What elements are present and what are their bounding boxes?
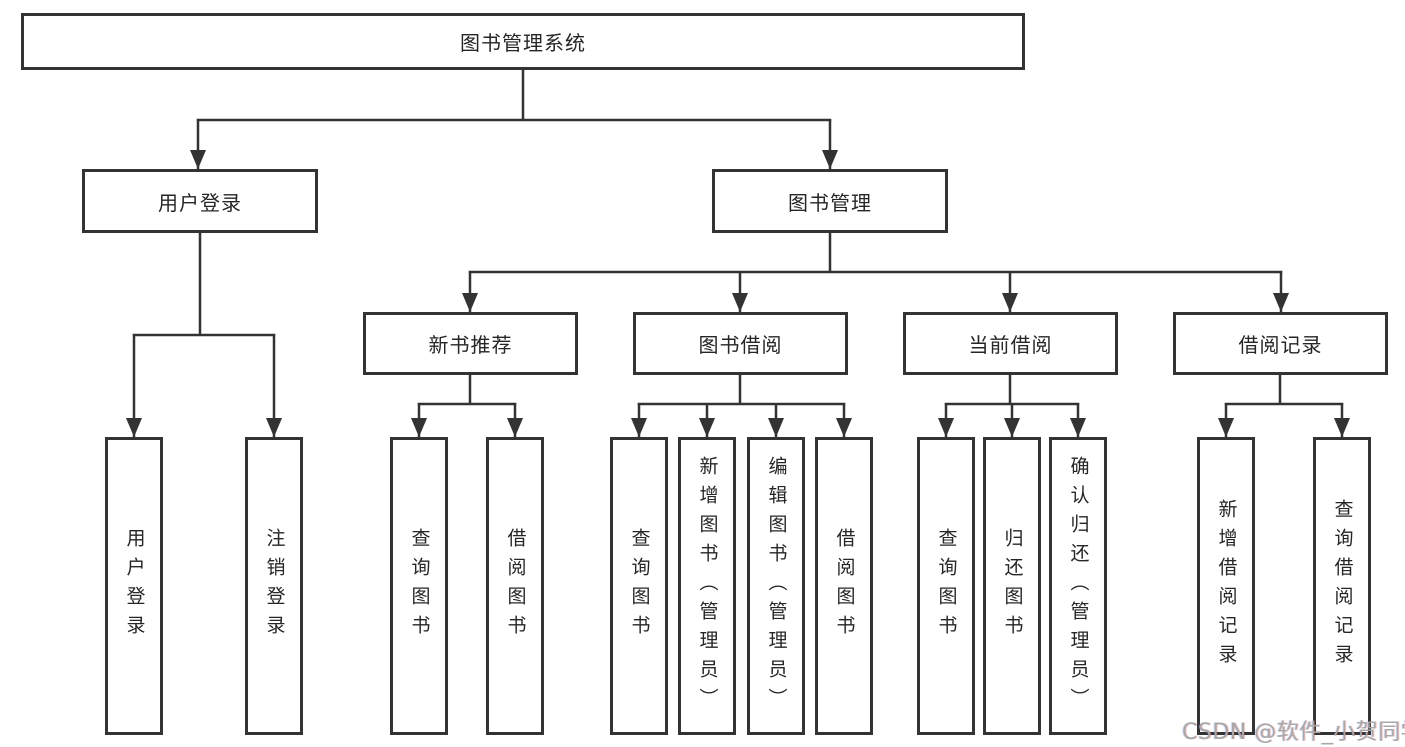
node-book-management: 图书管理	[712, 169, 948, 233]
leaf-borrow-borrow-book: 借阅图书	[815, 437, 873, 735]
node-user-login: 用户登录	[82, 169, 318, 233]
leaf-current-return-book-label: 归还图书	[1001, 528, 1024, 644]
node-user-login-label: 用户登录	[158, 190, 242, 215]
leaf-current-query-book-label: 查询图书	[935, 528, 958, 644]
leaf-record-query-record-label: 查询借阅记录	[1331, 499, 1354, 673]
leaf-current-return-book: 归还图书	[983, 437, 1041, 735]
leaf-user-login: 用户登录	[105, 437, 163, 735]
leaf-recommend-borrow-book-label: 借阅图书	[504, 528, 527, 644]
node-borrow-record-label: 借阅记录	[1238, 333, 1323, 357]
leaf-logout: 注销登录	[245, 437, 303, 735]
node-borrow-record: 借阅记录	[1173, 312, 1388, 375]
leaf-current-confirm-return-admin-label: 确认归还（管理员）	[1067, 455, 1090, 717]
csdn-watermark: CSDN @软件_小贺同学	[1182, 720, 1405, 745]
node-current-borrow: 当前借阅	[903, 312, 1118, 375]
node-new-book-recommend-label: 新书推荐	[428, 333, 513, 357]
leaf-record-add-record-label: 新增借阅记录	[1215, 499, 1238, 673]
node-root-system-label: 图书管理系统	[460, 31, 586, 55]
leaf-borrow-edit-book-admin: 编辑图书（管理员）	[747, 437, 805, 735]
node-new-book-recommend: 新书推荐	[363, 312, 578, 375]
leaf-current-query-book: 查询图书	[917, 437, 975, 735]
node-book-management-label: 图书管理	[788, 190, 872, 215]
node-book-borrow-label: 图书借阅	[698, 333, 783, 357]
leaf-borrow-add-book-admin-label: 新增图书（管理员）	[696, 455, 719, 717]
node-book-borrow: 图书借阅	[633, 312, 848, 375]
node-root-system: 图书管理系统	[21, 13, 1025, 70]
leaf-user-login-label: 用户登录	[123, 528, 146, 644]
leaf-borrow-borrow-book-label: 借阅图书	[833, 528, 856, 644]
leaf-recommend-query-book: 查询图书	[390, 437, 448, 735]
leaf-borrow-query-book-label: 查询图书	[628, 528, 651, 644]
leaf-borrow-query-book: 查询图书	[610, 437, 668, 735]
leaf-logout-label: 注销登录	[263, 528, 286, 644]
leaf-record-add-record: 新增借阅记录	[1197, 437, 1255, 735]
leaf-recommend-query-book-label: 查询图书	[408, 528, 431, 644]
leaf-borrow-add-book-admin: 新增图书（管理员）	[678, 437, 736, 735]
leaf-current-confirm-return-admin: 确认归还（管理员）	[1049, 437, 1107, 735]
leaf-borrow-edit-book-admin-label: 编辑图书（管理员）	[765, 455, 788, 717]
leaf-recommend-borrow-book: 借阅图书	[486, 437, 544, 735]
leaf-record-query-record: 查询借阅记录	[1313, 437, 1371, 735]
node-current-borrow-label: 当前借阅	[968, 333, 1053, 357]
